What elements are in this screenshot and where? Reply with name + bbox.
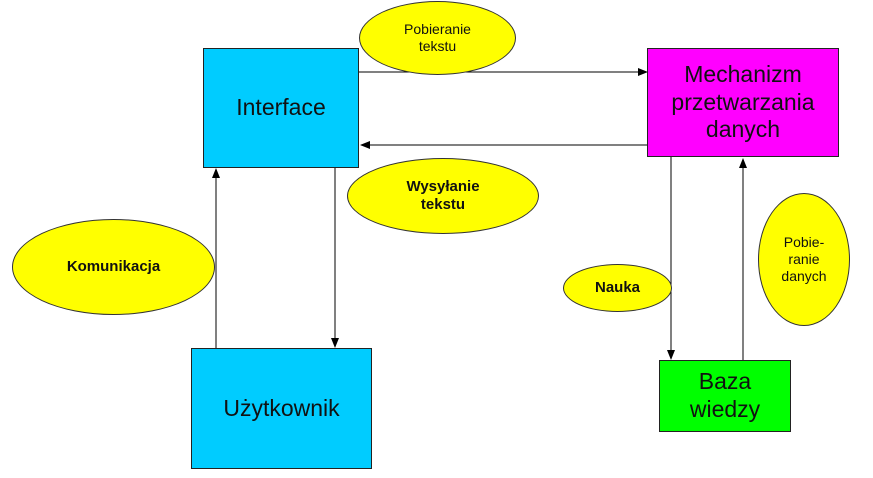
knowledge-base-label: Baza wiedzy [689, 368, 761, 422]
user-label: Użytkownik [223, 394, 340, 421]
learning-label: Nauka [594, 279, 641, 296]
user-box: Użytkownik [191, 348, 372, 469]
learning-ellipse: Nauka [563, 264, 672, 312]
knowledge-base-box: Baza wiedzy [659, 360, 791, 432]
processing-engine-box: Mechanizm przetwarzania danych [647, 48, 839, 157]
fetch-data-label: Pobie- ranie danych [781, 234, 827, 284]
communication-ellipse: Komunikacja [12, 219, 215, 315]
interface-box: Interface [203, 48, 359, 168]
fetch-data-ellipse: Pobie- ranie danych [758, 193, 850, 326]
send-text-label: Wysyłanie tekstu [406, 178, 480, 213]
fetch-text-label: Pobieranie tekstu [404, 21, 471, 54]
communication-label: Komunikacja [66, 258, 161, 275]
fetch-text-ellipse: Pobieranie tekstu [359, 1, 516, 75]
processing-engine-label: Mechanizm przetwarzania danych [671, 61, 815, 143]
send-text-ellipse: Wysyłanie tekstu [347, 158, 539, 234]
interface-label: Interface [236, 94, 326, 121]
